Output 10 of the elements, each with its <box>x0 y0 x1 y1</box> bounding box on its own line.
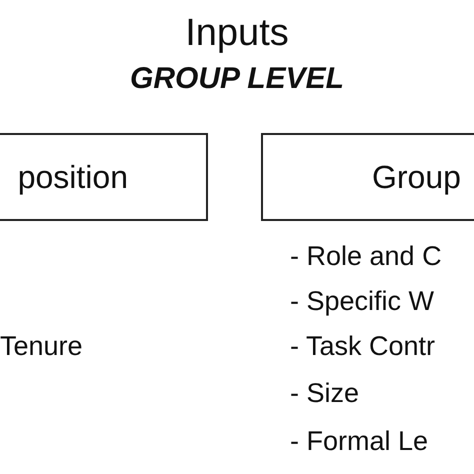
list-item: - Task Contr <box>290 330 436 363</box>
title: Inputs <box>184 11 290 56</box>
subtitle: GROUP LEVEL <box>129 61 345 97</box>
list-item: - Size <box>290 377 360 410</box>
list-item: - Specific W <box>290 285 434 318</box>
list-item: Tenure <box>0 330 83 363</box>
list-item: - Role and C <box>290 240 442 273</box>
category-box: position <box>0 133 208 221</box>
category-box: Group <box>261 133 474 221</box>
list-item: - Formal Le <box>290 425 428 458</box>
